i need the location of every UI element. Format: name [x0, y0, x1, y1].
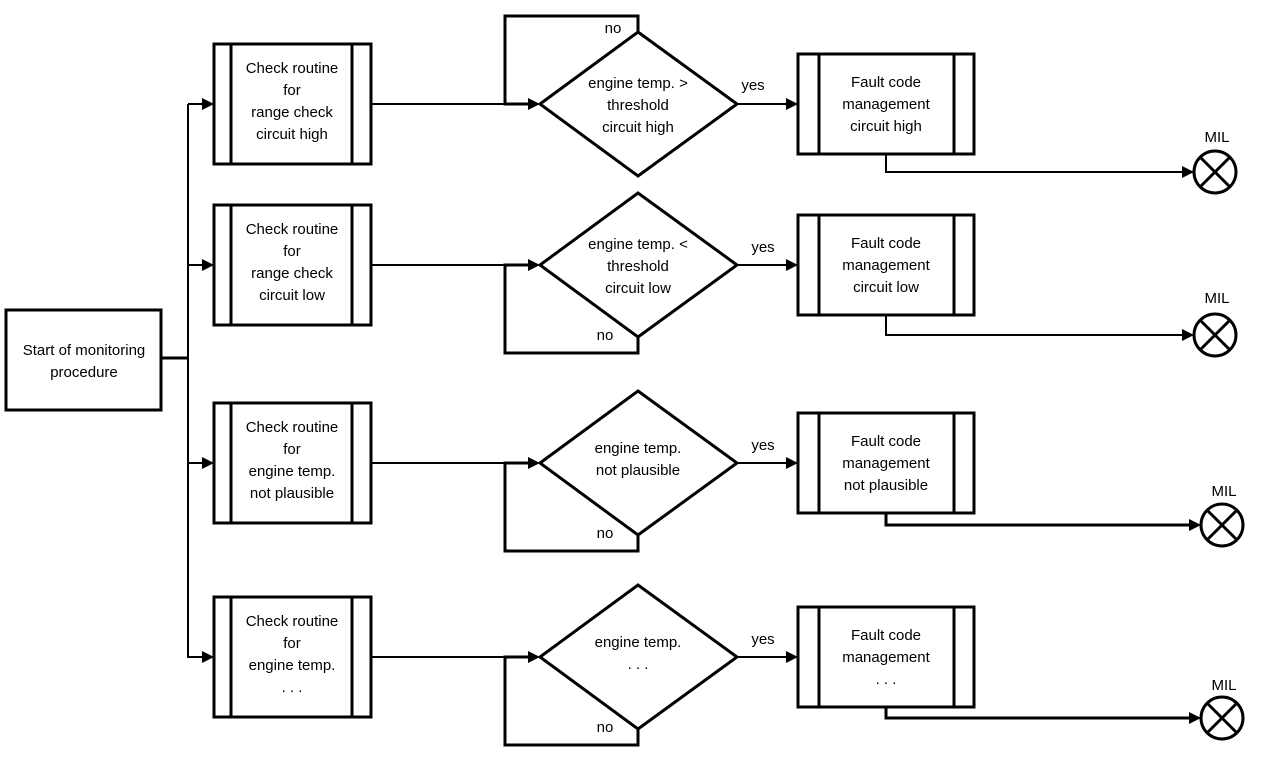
fault-box-4-line-1: Fault code: [851, 627, 921, 644]
fault-box-3: [796, 411, 976, 515]
fault-to-mil-2: [885, 315, 1182, 336]
no-loop-1: [503, 14, 640, 106]
check-box-4-line-1: Check routine: [246, 613, 339, 630]
yes-arrow-4: [786, 651, 798, 663]
decision-arrow-3: [528, 457, 540, 469]
check-box-3: [212, 401, 373, 525]
branch-arrow-2: [202, 259, 214, 271]
fault-box-2-line-3: circuit low: [853, 279, 919, 296]
start-label-line-1: Start of monitoring: [23, 342, 146, 359]
mil-lamp-4-cross-b: [1205, 701, 1239, 735]
decision-2-line-1: engine temp. <: [588, 236, 688, 253]
mil-lamp-2-cross-b: [1198, 318, 1232, 352]
check-box-1-line-4: circuit high: [256, 126, 328, 143]
check-box-1-line-1: Check routine: [246, 60, 339, 77]
no-loop-3: [503, 461, 640, 553]
no-label-2: no: [597, 327, 614, 344]
no-label-3: no: [597, 525, 614, 542]
check-box-1-line-3: range check: [251, 104, 333, 121]
check-box-3-line-3: engine temp.: [249, 463, 336, 480]
mil-lamp-3-cross-b: [1205, 508, 1239, 542]
no-label-4: no: [597, 719, 614, 736]
mil-label-3: MIL: [1211, 483, 1236, 500]
decision-4-line-2: . . .: [628, 656, 649, 673]
branch-arrow-1: [202, 98, 214, 110]
fault-box-3-line-3: not plausible: [844, 477, 928, 494]
branch-arrow-3: [202, 457, 214, 469]
mil-arrow-4: [1189, 712, 1201, 724]
check-box-4-line-2: for: [283, 635, 301, 652]
yes-label-4: yes: [751, 631, 774, 648]
check-box-3-line-4: not plausible: [250, 485, 334, 502]
mil-arrow-3: [1189, 519, 1201, 531]
fault-to-mil-1: [885, 154, 1182, 173]
fault-to-mil-4: [884, 707, 1189, 720]
decision-1-line-2: threshold: [607, 97, 669, 114]
decision-4-line-1: engine temp.: [595, 634, 682, 651]
decision-2-line-2: threshold: [607, 258, 669, 275]
branch-arrow-4: [202, 651, 214, 663]
fault-box-1: [796, 52, 976, 156]
check-box-2-line-3: range check: [251, 265, 333, 282]
check-box-2-line-2: for: [283, 243, 301, 260]
check-box-4-line-3: engine temp.: [249, 657, 336, 674]
no-loop-2: [503, 263, 640, 355]
no-label-1: no: [605, 20, 622, 37]
yes-arrow-2: [786, 259, 798, 271]
yes-label-2: yes: [751, 239, 774, 256]
decision-1-line-3: circuit high: [602, 119, 674, 136]
decision-1-line-1: engine temp. >: [588, 75, 688, 92]
yes-label-1: yes: [741, 77, 764, 94]
rows-group: Check routine for range check circuit high e…: [188, 14, 1245, 747]
start-box: [4, 308, 163, 412]
yes-arrow-3: [786, 457, 798, 469]
check-box-4-line-4: . . .: [282, 679, 303, 696]
fault-box-2: [796, 213, 976, 317]
mil-label-1: MIL: [1204, 129, 1229, 146]
decision-3-line-1: engine temp.: [595, 440, 682, 457]
check-box-1-line-2: for: [283, 82, 301, 99]
fault-box-2-line-1: Fault code: [851, 235, 921, 252]
mil-lamp-1-cross-b: [1198, 155, 1232, 189]
fault-box-1-line-1: Fault code: [851, 74, 921, 91]
decision-arrow-1: [528, 98, 540, 110]
decision-3-line-2: not plausible: [596, 462, 680, 479]
decision-arrow-4: [528, 651, 540, 663]
check-box-2-line-4: circuit low: [259, 287, 325, 304]
fault-box-1-line-3: circuit high: [850, 118, 922, 135]
decision-2-line-3: circuit low: [605, 280, 671, 297]
yes-label-3: yes: [751, 437, 774, 454]
fault-box-1-line-2: management: [842, 96, 930, 113]
mil-label-4: MIL: [1211, 677, 1236, 694]
check-box-3-line-2: for: [283, 441, 301, 458]
check-box-1: [212, 42, 373, 166]
fault-to-mil-3: [884, 513, 1189, 527]
fault-box-4-line-2: management: [842, 649, 930, 666]
yes-arrow-1: [786, 98, 798, 110]
fault-box-4-line-3: . . .: [876, 671, 897, 688]
start-label-line-2: procedure: [50, 364, 118, 381]
mil-label-2: MIL: [1204, 290, 1229, 307]
check-box-2: [212, 203, 373, 327]
fault-box-2-line-2: management: [842, 257, 930, 274]
check-box-3-line-1: Check routine: [246, 419, 339, 436]
fault-box-3-line-1: Fault code: [851, 433, 921, 450]
fault-box-3-line-2: management: [842, 455, 930, 472]
check-box-4: [212, 595, 373, 719]
mil-arrow-1: [1182, 166, 1194, 178]
check-box-2-line-1: Check routine: [246, 221, 339, 238]
mil-arrow-2: [1182, 329, 1194, 341]
decision-arrow-2: [528, 259, 540, 271]
no-loop-4: [503, 655, 640, 747]
